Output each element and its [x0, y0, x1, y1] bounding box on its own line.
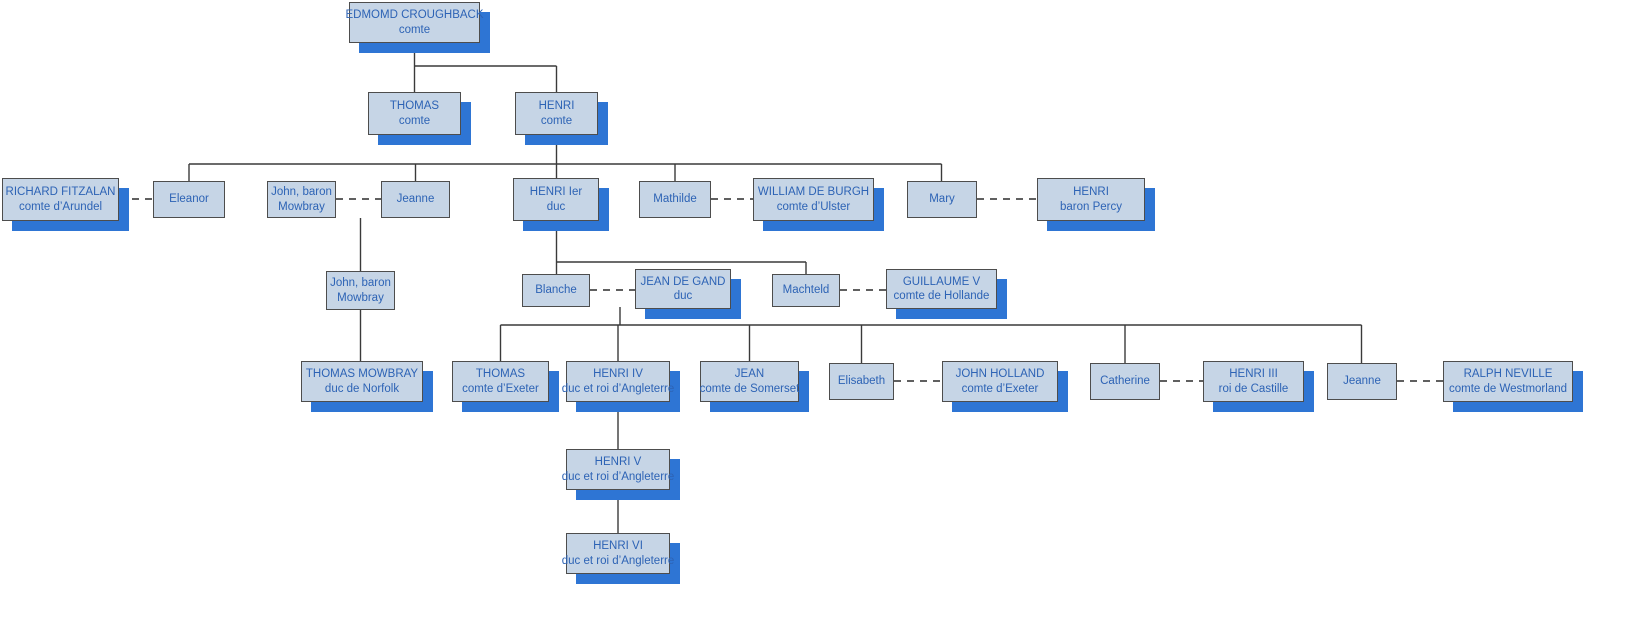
node-title: JOHN HOLLAND — [955, 368, 1045, 381]
node-subtitle: duc — [673, 290, 693, 302]
node-blanche[interactable]: Blanche — [522, 274, 590, 307]
node-machteld[interactable]: Machteld — [772, 274, 840, 307]
node-title: GUILLAUME V — [902, 275, 981, 288]
node-mary[interactable]: Mary — [907, 181, 977, 218]
node-title: John, baron — [271, 186, 332, 199]
node-title: Elisabeth — [837, 375, 886, 388]
node-elisabeth[interactable]: Elisabeth — [829, 363, 894, 400]
node-subtitle: baron Percy — [1059, 200, 1122, 213]
node-subtitle: duc de Norfolk — [324, 382, 400, 395]
node-subtitle: comte d’Exeter — [462, 382, 539, 395]
node-subtitle: comte — [398, 114, 431, 127]
node-subtitle: comte d’Arundel — [18, 200, 103, 213]
node-title: THOMAS MOWBRAY — [305, 368, 419, 381]
node-title: JEAN — [734, 368, 765, 381]
node-subtitle: Mowbray — [337, 291, 384, 304]
node-title: Eleanor — [169, 193, 209, 206]
node-title: HENRI VI — [593, 540, 643, 553]
node-title: HENRI IV — [593, 368, 643, 381]
node-title: Jeanne — [396, 193, 435, 206]
node-subtitle: comte de Hollande — [893, 290, 990, 302]
node-title: Jeanne — [1343, 375, 1381, 388]
node-title: JEAN DE GAND — [640, 275, 726, 288]
node-subtitle: comte — [540, 114, 573, 127]
node-title: WILLIAM DE BURGH — [757, 186, 870, 199]
node-subtitle: duc et roi d’Angleterre — [561, 470, 675, 483]
node-title: HENRI III — [1229, 368, 1278, 381]
node-title: Catherine — [1100, 375, 1150, 388]
node-title: EDMOMD CROUGHBACK — [345, 9, 484, 22]
node-jeanne_1[interactable]: Jeanne — [381, 181, 450, 218]
node-mathilde[interactable]: Mathilde — [639, 181, 711, 218]
node-title: Mathilde — [653, 193, 697, 206]
node-subtitle: duc — [546, 200, 566, 213]
node-title: THOMAS — [475, 368, 526, 381]
node-subtitle: comte de Somerset — [699, 382, 800, 395]
node-title: John, baron — [330, 277, 391, 290]
node-subtitle: comte de Westmorland — [1448, 382, 1568, 395]
node-subtitle: comte — [398, 23, 431, 36]
node-title: RICHARD FITZALAN — [5, 186, 116, 199]
node-title: HENRI Ier — [529, 186, 583, 199]
node-eleanor[interactable]: Eleanor — [153, 181, 225, 218]
node-guillaume_v[interactable]: GUILLAUME V comte de Hollande — [886, 269, 997, 309]
node-jean_de_gand[interactable]: JEAN DE GAND duc — [635, 269, 731, 309]
node-subtitle: duc et roi d’Angleterre — [561, 382, 675, 395]
node-title: Machteld — [782, 284, 830, 297]
node-subtitle: comte d’Exeter — [961, 382, 1039, 395]
node-subtitle: Mowbray — [278, 200, 325, 213]
node-catherine[interactable]: Catherine — [1090, 363, 1160, 400]
node-subtitle: comte d’Ulster — [776, 200, 851, 213]
node-title: HENRI V — [594, 456, 642, 469]
node-subtitle: duc et roi d’Angleterre — [561, 554, 675, 567]
node-subtitle: roi de Castille — [1218, 382, 1289, 395]
node-title: HENRI — [538, 100, 575, 113]
node-title: HENRI — [1073, 186, 1109, 199]
node-title: Mary — [929, 193, 955, 206]
node-title: THOMAS — [389, 100, 440, 113]
node-title: Blanche — [535, 284, 577, 297]
node-jeanne_2[interactable]: Jeanne — [1327, 363, 1397, 400]
node-title: RALPH NEVILLE — [1463, 368, 1553, 381]
